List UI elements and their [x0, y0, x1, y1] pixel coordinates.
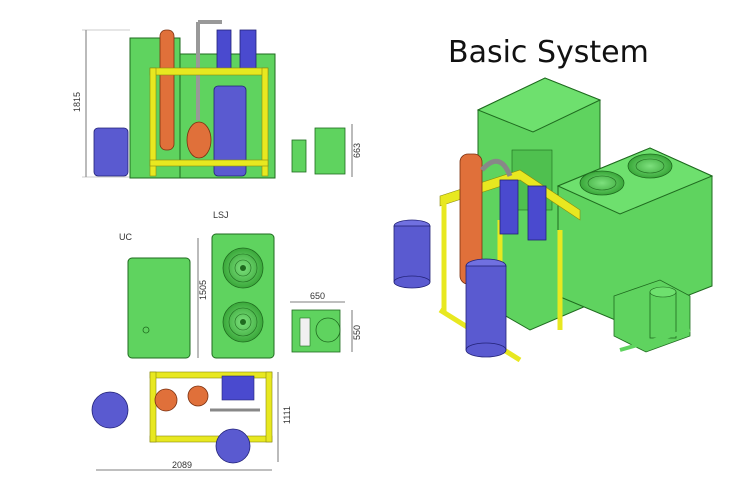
front-drum	[213, 85, 247, 177]
lsj-fan-2	[222, 301, 264, 343]
top-views: UC LSJ 1505 650 550	[119, 210, 362, 359]
iso-fan-1	[579, 170, 625, 196]
plan-drum-center	[215, 428, 251, 464]
uc-unit	[127, 257, 191, 359]
plan-depth-dim: 1111	[282, 406, 292, 424]
iso-fan-2	[627, 153, 673, 179]
plan-drum-left	[91, 391, 129, 429]
diagram-title: Basic System	[448, 35, 649, 70]
front-orange-column	[159, 29, 175, 151]
front-left-drum	[93, 127, 129, 177]
lsj-height-dim: 1505	[198, 280, 208, 300]
iso-drum-center	[465, 265, 507, 351]
iso-drum-left	[393, 225, 431, 283]
isometric-view	[393, 77, 714, 363]
front-side-unit	[314, 127, 346, 175]
plan-orange-1	[154, 388, 178, 412]
side-width-dim: 650	[310, 291, 325, 301]
plan-width-dim: 2089	[172, 460, 192, 470]
front-side-height-dim: 663	[352, 143, 362, 158]
front-blue-unit	[216, 29, 232, 71]
lsj-fan-1	[222, 247, 264, 289]
front-view: 1815 663	[72, 20, 362, 179]
plan-view: 1111 2089	[91, 371, 292, 471]
side-height-dim: 550	[352, 325, 362, 340]
plan-blue-unit	[221, 375, 255, 401]
label-lsj: LSJ	[213, 210, 229, 220]
iso-blue-unit	[499, 179, 519, 235]
front-height-dim: 1815	[72, 92, 82, 112]
label-uc: UC	[119, 232, 132, 242]
